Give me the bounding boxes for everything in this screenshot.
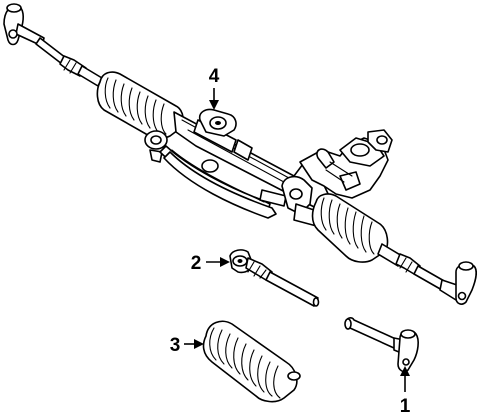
pinion-valve-housing xyxy=(299,129,393,199)
rack-boot-part xyxy=(202,320,301,403)
callout-3-label: 3 xyxy=(170,335,181,356)
right-inner-tie-rod xyxy=(377,243,447,291)
left-mount-bushing xyxy=(144,130,168,163)
callout-4: 4 xyxy=(209,66,220,110)
callout-3: 3 xyxy=(170,335,204,356)
callout-4-label: 4 xyxy=(209,66,220,87)
callout-2: 2 xyxy=(191,253,230,274)
left-tie-rod-end xyxy=(3,3,45,47)
outer-tie-rod-end-part xyxy=(344,317,419,373)
left-rack-boot xyxy=(96,71,184,139)
callout-1-label: 1 xyxy=(400,396,411,417)
callout-2-label: 2 xyxy=(191,253,202,274)
hydraulic-lines xyxy=(159,145,287,219)
right-rack-boot xyxy=(311,193,389,263)
right-tie-rod-end xyxy=(439,261,477,305)
left-inner-tie-rod xyxy=(35,37,103,87)
steering-rack-assembly xyxy=(3,3,477,305)
rack-mount-bracket xyxy=(198,108,237,137)
inner-tie-rod-part xyxy=(229,249,320,307)
callout-1: 1 xyxy=(400,366,411,417)
